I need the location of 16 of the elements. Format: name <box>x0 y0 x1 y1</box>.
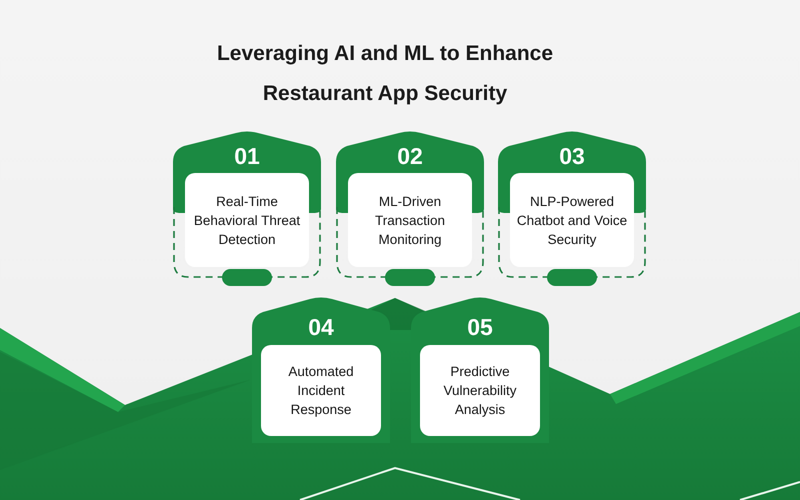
step-card <box>252 297 390 443</box>
step-title: NLP-Powered Chatbot and Voice Security <box>516 192 628 248</box>
step-title: Predictive Vulnerability Analysis <box>442 363 518 419</box>
diagram-title: Leveraging AI and ML to Enhance Restaurant App Security <box>216 41 554 107</box>
step-title: Real-Time Behavioral Threat Detection <box>192 192 302 248</box>
step-card <box>411 297 549 443</box>
step-card <box>173 131 321 288</box>
step-number: 01 <box>234 143 260 170</box>
step-card <box>498 131 646 288</box>
step-title: Automated Incident Response <box>287 363 355 419</box>
step-number: 05 <box>467 314 493 341</box>
step-title: ML-Driven Transaction Monitoring <box>374 192 446 248</box>
step-number: 03 <box>559 143 585 170</box>
step-number: 02 <box>397 143 423 170</box>
step-card <box>336 131 484 288</box>
step-number: 04 <box>308 314 334 341</box>
